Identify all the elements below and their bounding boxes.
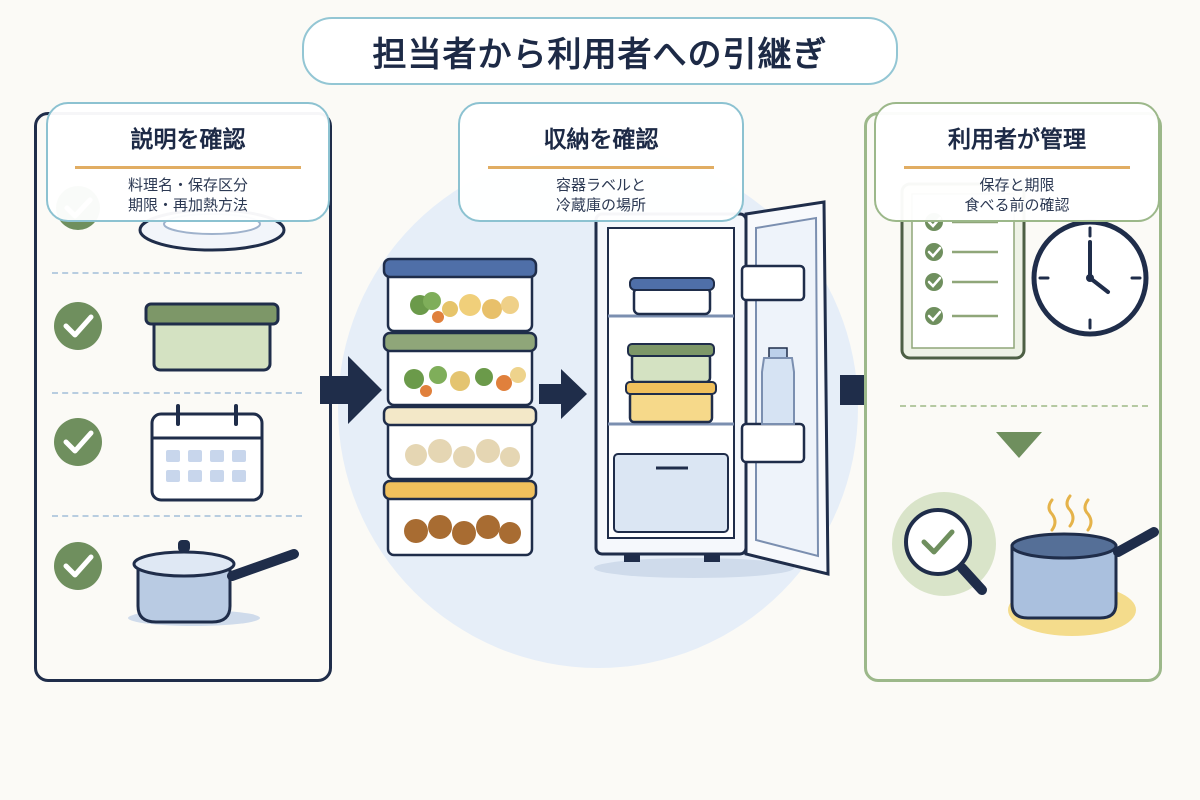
left-divider — [52, 515, 302, 517]
clock-icon — [1031, 219, 1149, 337]
step-heading-storage: 収納を確認 容器ラベルと 冷蔵庫の場所 — [458, 102, 744, 222]
right-divider — [900, 405, 1148, 407]
arrow-right-icon — [539, 369, 587, 419]
step-title: 利用者が管理 — [948, 127, 1086, 153]
magnifier-check-icon — [892, 492, 996, 596]
step-heading-explain: 説明を確認 料理名・保存区分 期限・再加熱方法 — [46, 102, 330, 222]
left-divider — [52, 392, 302, 394]
page-title: 担当者から利用者への引継ぎ — [302, 17, 898, 85]
step-title: 説明を確認 — [130, 127, 246, 153]
step-line: 容器ラベルと — [555, 176, 646, 194]
steaming-pot-icon — [1008, 494, 1159, 636]
left-panel-icons — [54, 186, 299, 626]
heading-rule — [904, 166, 1130, 169]
left-divider — [52, 272, 302, 274]
check-icon — [54, 542, 102, 590]
heading-rule — [488, 166, 714, 169]
step-heading-manage: 利用者が管理 保存と期限 食べる前の確認 — [874, 102, 1160, 222]
down-arrow-icon — [996, 432, 1042, 458]
step-line: 料理名・保存区分 — [127, 176, 248, 194]
step-line: 冷蔵庫の場所 — [555, 196, 646, 214]
refrigerator-icon — [594, 200, 830, 578]
step-line: 期限・再加熱方法 — [127, 196, 248, 214]
check-icon — [54, 302, 102, 350]
saucepan-icon — [128, 540, 299, 626]
stacked-containers-icon — [382, 257, 538, 557]
heading-rule — [75, 166, 301, 169]
arrow-right-icon — [320, 356, 382, 424]
container-icon — [144, 302, 280, 372]
step-line: 食べる前の確認 — [964, 196, 1070, 214]
step-title: 収納を確認 — [543, 127, 659, 153]
check-icon — [54, 418, 102, 466]
calendar-icon — [150, 404, 264, 502]
step-line: 保存と期限 — [979, 176, 1055, 194]
